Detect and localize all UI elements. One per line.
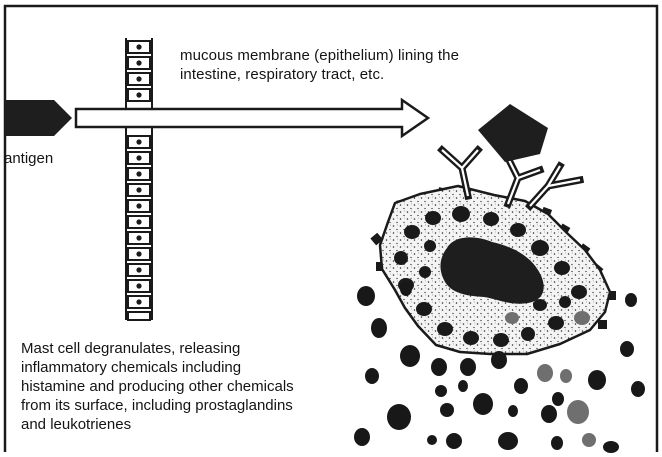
degranulation-caption: Mast cell degranulates, releasing inflam… (21, 339, 294, 434)
bound-antigen (478, 104, 548, 162)
membrane-label-line: intestine, respiratory tract, etc. (180, 65, 459, 84)
caption-line: Mast cell degranulates, releasing (21, 339, 294, 358)
membrane-label: mucous membrane (epithelium) lining the … (180, 46, 459, 84)
caption-line: and leukotrienes (21, 415, 294, 434)
caption-line: from its surface, including prostaglandi… (21, 396, 294, 415)
entry-arrow (76, 100, 428, 136)
membrane-label-line: mucous membrane (epithelium) lining the (180, 46, 459, 65)
caption-line: inflammatory chemicals including (21, 358, 294, 377)
epithelium-column (126, 38, 152, 320)
caption-line: histamine and producing other chemicals (21, 377, 294, 396)
epithelial-cell (128, 312, 150, 320)
released-granules-grey (537, 364, 596, 447)
antigen-label: antigen (4, 149, 53, 168)
antigen-shape (5, 100, 72, 136)
